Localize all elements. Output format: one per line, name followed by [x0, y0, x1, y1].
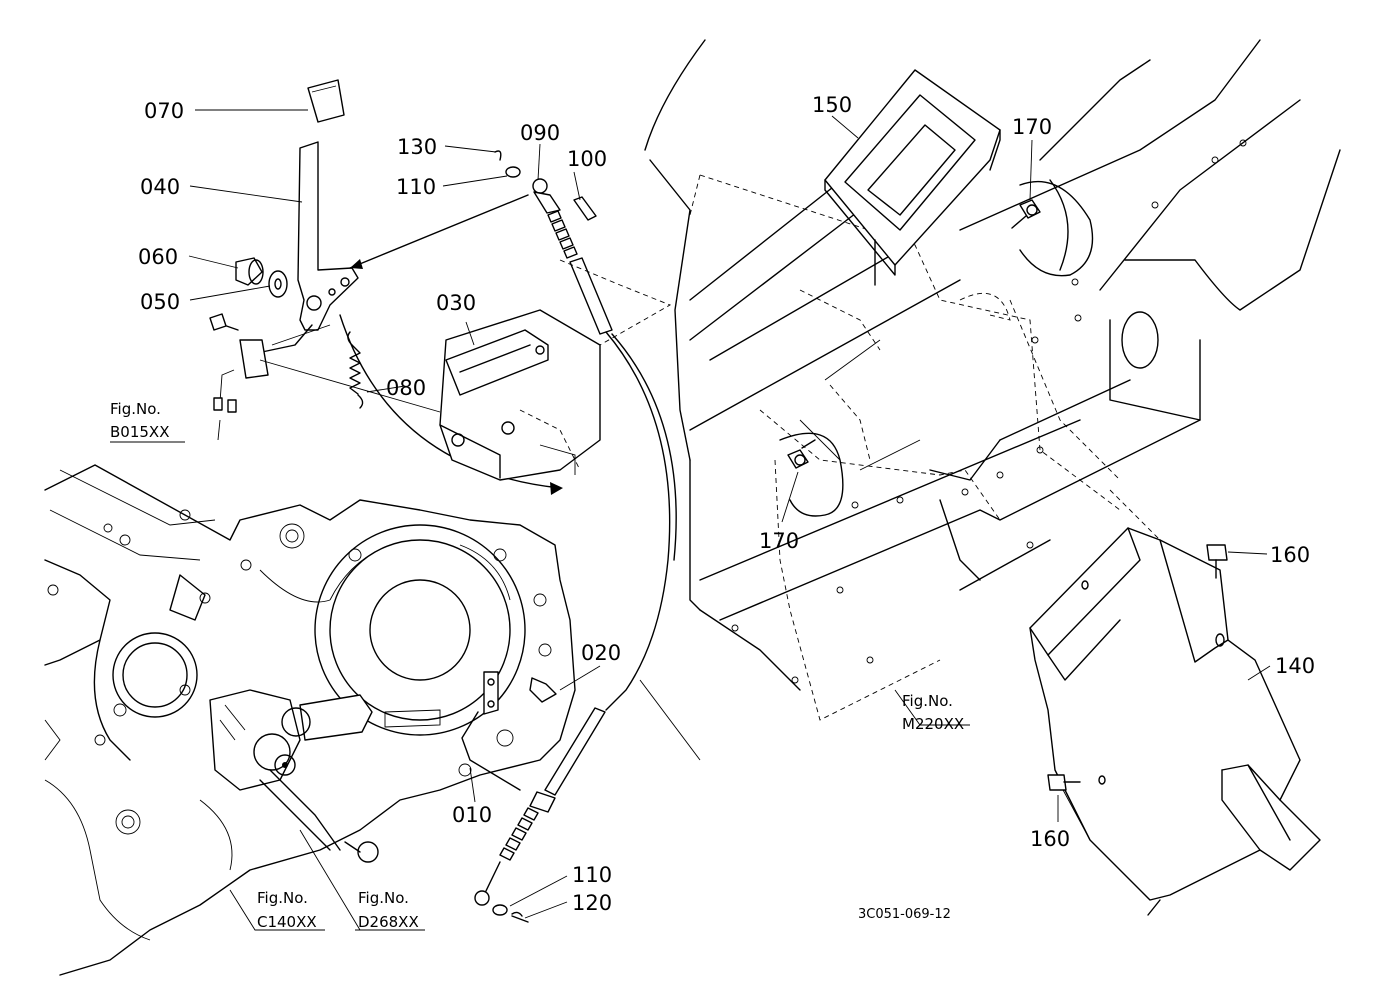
part-label-030: 030 [436, 291, 476, 315]
fig-ref-b015[interactable]: Fig.No. B015XX [110, 400, 169, 441]
engine-block [44, 464, 576, 976]
chassis-frame [559, 39, 1341, 761]
part-label-080: 080 [386, 376, 426, 400]
fig-ref-d268-caption: Fig.No. [358, 889, 409, 907]
part-label-140: 140 [1275, 654, 1315, 678]
part-label-160-lower: 160 [1030, 827, 1070, 851]
part-label-150: 150 [812, 93, 852, 117]
part-label-020: 020 [581, 641, 621, 665]
part-label-100: 100 [567, 147, 607, 171]
fig-ref-m220-number: M220XX [902, 715, 964, 733]
drawing-code: 3C051-069-12 [858, 907, 951, 922]
bolt-170-upper [1011, 199, 1041, 229]
part-label-120: 120 [572, 891, 612, 915]
fig-ref-c140-caption: Fig.No. [257, 889, 308, 907]
throttle-cable-010 [461, 150, 677, 923]
figure-references: Fig.No. B015XX Fig.No. M220XX Fig.No. C1… [110, 400, 964, 931]
part-label-040: 040 [140, 175, 180, 199]
part-label-090: 090 [520, 121, 560, 145]
fig-ref-m220-caption: Fig.No. [902, 692, 953, 710]
part-label-170-lower: 170 [759, 529, 799, 553]
fig-ref-c140-number: C140XX [257, 913, 317, 931]
part-label-060: 060 [138, 245, 178, 269]
fig-ref-b015-number: B015XX [110, 423, 169, 441]
bolt-160-lower [1047, 774, 1081, 791]
fig-ref-d268[interactable]: Fig.No. D268XX [358, 889, 419, 931]
part-label-050: 050 [140, 290, 180, 314]
fig-ref-m220[interactable]: Fig.No. M220XX [902, 692, 964, 733]
bolt-170-lower [787, 439, 816, 469]
part-label-170-upper: 170 [1012, 115, 1052, 139]
part-label-070: 070 [144, 99, 184, 123]
bolt-160-upper [1206, 544, 1228, 579]
part-label-130: 130 [397, 135, 437, 159]
fig-ref-c140[interactable]: Fig.No. C140XX [257, 889, 317, 931]
part-labels: 070 040 060 050 130 110 090 100 030 080 … [138, 93, 1315, 915]
part-label-110-upper: 110 [396, 175, 436, 199]
fig-ref-d268-number: D268XX [358, 913, 419, 931]
bracket-030 [439, 309, 601, 481]
fig-ref-b015-caption: Fig.No. [110, 400, 161, 418]
leader-lines [110, 109, 1271, 931]
cover-150 [824, 69, 1001, 286]
throttle-lever-assembly [209, 79, 563, 495]
part-label-010: 010 [452, 803, 492, 827]
part-label-110-lower: 110 [572, 863, 612, 887]
part-label-160-upper: 160 [1270, 543, 1310, 567]
guard-140 [1029, 527, 1321, 916]
